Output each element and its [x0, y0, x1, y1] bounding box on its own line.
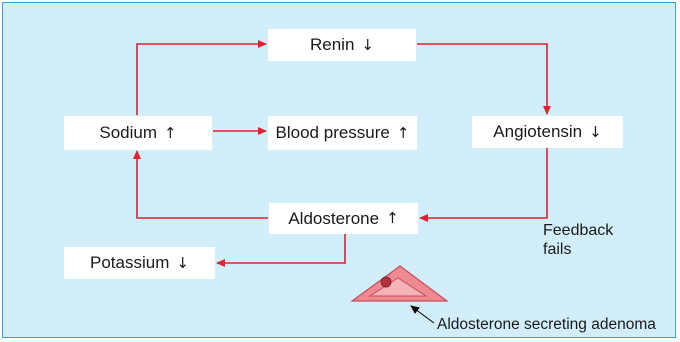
node-renin-label: Renin [310, 35, 354, 55]
node-renin: Renin ↓ [268, 29, 416, 61]
arrow-renin-to-angiotensin [417, 44, 547, 114]
adenoma-pointer-line [411, 306, 434, 323]
node-angiotensin-label: Angiotensin [493, 122, 582, 142]
arrow-angiotensin-to-aldosterone [420, 148, 547, 218]
node-potassium: Potassium ↓ [64, 247, 215, 279]
node-blood-pressure: Blood pressure ↑ [268, 116, 417, 150]
node-aldosterone-label: Aldosterone [288, 209, 379, 229]
node-angiotensin: Angiotensin ↓ [472, 116, 623, 148]
node-sodium: Sodium ↑ [64, 116, 212, 150]
feedback-fails-label: Feedback fails [543, 221, 613, 259]
adenoma-label: Aldosterone secreting adenoma [437, 315, 656, 334]
adenoma-dot [381, 277, 391, 287]
feedback-fails-line1: Feedback [543, 221, 613, 240]
feedback-fails-line2: fails [543, 240, 613, 259]
node-potassium-label: Potassium [90, 253, 169, 273]
down-arrow-icon: ↓ [361, 38, 374, 53]
up-arrow-icon: ↑ [386, 211, 399, 226]
node-aldosterone: Aldosterone ↑ [269, 203, 418, 234]
arrow-aldosterone-to-sodium [137, 151, 268, 218]
up-arrow-icon: ↑ [397, 126, 410, 141]
node-sodium-label: Sodium [99, 123, 157, 143]
down-arrow-icon: ↓ [589, 125, 602, 140]
down-arrow-icon: ↓ [176, 256, 189, 271]
arrow-sodium-to-renin [137, 44, 266, 115]
up-arrow-icon: ↑ [164, 126, 177, 141]
node-blood-pressure-label: Blood pressure [276, 123, 390, 143]
arrow-aldosterone-to-potassium [217, 234, 345, 263]
